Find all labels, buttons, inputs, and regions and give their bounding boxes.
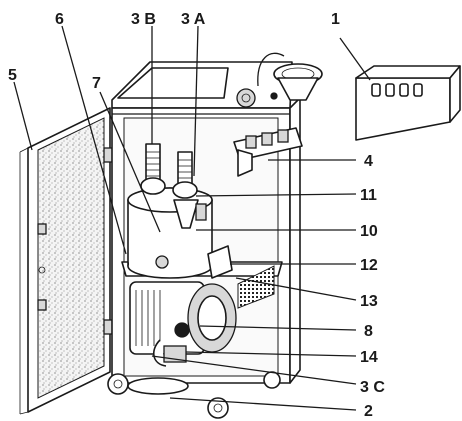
spittoon-basin [236, 52, 323, 108]
label-7: 7 [92, 75, 101, 92]
label-14: 14 [360, 349, 378, 366]
vent-grille [207, 245, 275, 309]
cabinet-door [19, 107, 114, 415]
leader-lines [13, 25, 371, 411]
label-3c: 3 C [360, 379, 385, 396]
castors [107, 371, 281, 419]
label-5: 5 [8, 67, 17, 84]
callout-labels: 1 3 B 3 A 6 5 7 4 11 10 12 13 8 14 3 C 2 [8, 11, 385, 420]
label-11: 11 [360, 187, 377, 204]
label-4: 4 [364, 153, 373, 170]
label-3b: 3 B [131, 11, 156, 28]
label-12: 12 [360, 257, 378, 274]
label-1: 1 [331, 11, 340, 28]
label-2: 2 [364, 403, 373, 420]
label-3a: 3 A [181, 11, 206, 28]
label-13: 13 [360, 293, 378, 310]
label-8: 8 [364, 323, 373, 340]
pump-unit [129, 281, 237, 367]
label-6: 6 [55, 11, 64, 28]
separator-vessel [127, 143, 213, 279]
label-10: 10 [360, 223, 378, 240]
instrument-holder [233, 127, 303, 177]
control-unit [355, 65, 461, 141]
